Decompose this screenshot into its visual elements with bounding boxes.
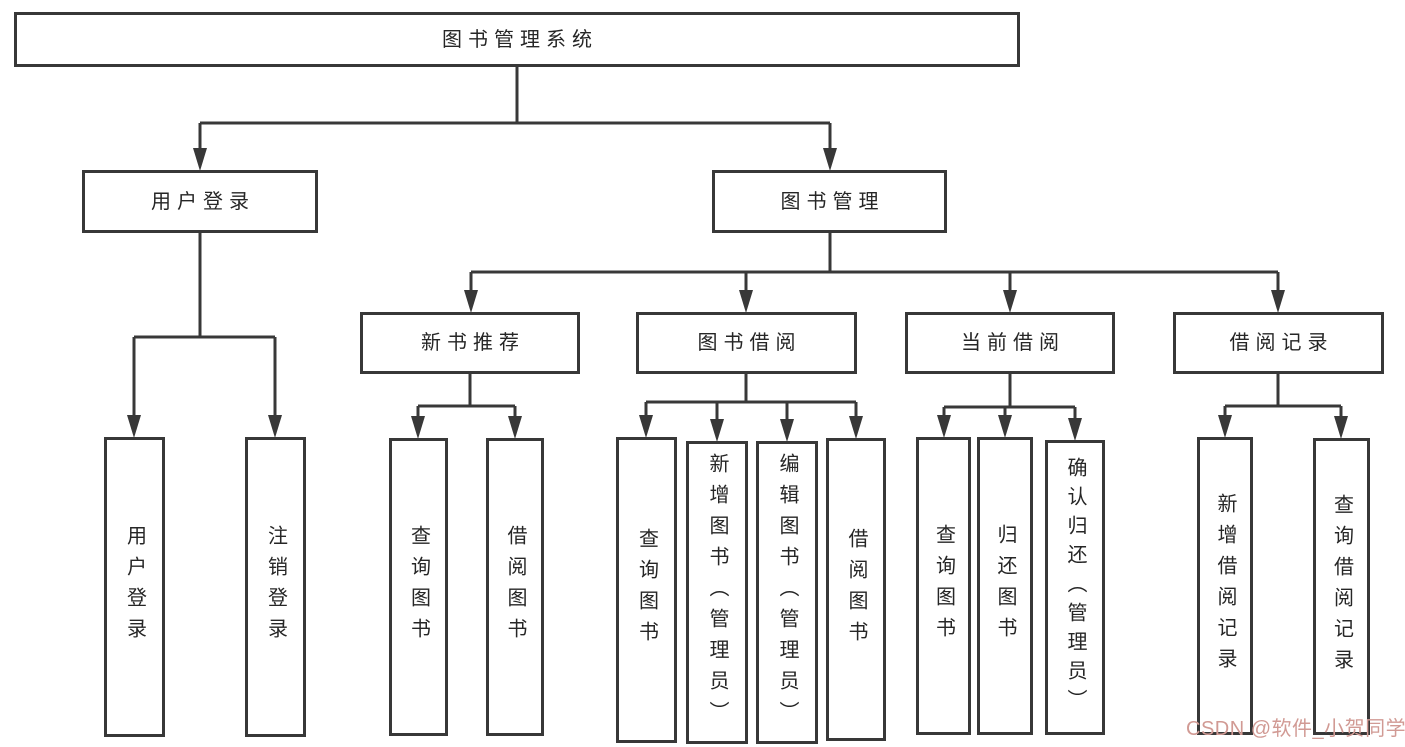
arrowhead-down-icon	[268, 415, 282, 438]
box-confirm-return-admin: 确认归还（管理员）	[1045, 440, 1105, 735]
box-borrow-books-borrow: 借阅图书	[826, 438, 886, 741]
arrowhead-down-icon	[998, 415, 1012, 438]
box-new-book-rec: 新书推荐	[360, 312, 580, 374]
arrowhead-down-icon	[411, 416, 425, 439]
box-query-books-current: 查询图书	[916, 437, 971, 735]
connector-elbow	[1218, 374, 1348, 439]
box-edit-books-admin: 编辑图书（管理员）	[756, 441, 818, 744]
box-query-books-new: 查询图书	[389, 438, 448, 736]
arrowhead-down-icon	[849, 416, 863, 439]
arrowhead-down-icon	[1003, 290, 1017, 313]
connector-elbow	[639, 374, 863, 442]
box-logout: 注销登录	[245, 437, 306, 737]
box-root: 图书管理系统	[14, 12, 1020, 67]
csdn-watermark: CSDN @软件_小贺同学	[1186, 718, 1405, 740]
connector-elbow	[937, 374, 1082, 441]
arrowhead-down-icon	[739, 290, 753, 313]
arrowhead-down-icon	[639, 415, 653, 438]
arrowhead-down-icon	[710, 419, 724, 442]
box-query-books-borrow: 查询图书	[616, 437, 677, 743]
box-current-borrow: 当前借阅	[905, 312, 1115, 374]
connector-elbow	[411, 374, 522, 439]
box-user-login: 用户登录	[104, 437, 165, 737]
arrowhead-down-icon	[1068, 418, 1082, 441]
arrowhead-down-icon	[937, 415, 951, 438]
box-borrow-books-new: 借阅图书	[486, 438, 544, 736]
box-add-books-admin: 新增图书（管理员）	[686, 441, 748, 744]
box-return-books: 归还图书	[977, 437, 1033, 735]
box-add-borrow-record: 新增借阅记录	[1197, 437, 1253, 735]
arrowhead-down-icon	[127, 415, 141, 438]
connector-elbow	[127, 233, 282, 438]
box-query-borrow-record: 查询借阅记录	[1313, 438, 1370, 735]
arrowhead-down-icon	[823, 148, 837, 171]
box-user-login-group: 用户登录	[82, 170, 318, 233]
connector-elbow	[193, 67, 837, 171]
arrowhead-down-icon	[193, 148, 207, 171]
box-book-borrow: 图书借阅	[636, 312, 857, 374]
arrowhead-down-icon	[464, 290, 478, 313]
arrowhead-down-icon	[1271, 290, 1285, 313]
arrowhead-down-icon	[780, 419, 794, 442]
box-book-mgmt: 图书管理	[712, 170, 947, 233]
arrowhead-down-icon	[508, 416, 522, 439]
connector-elbow	[464, 233, 1285, 313]
arrowhead-down-icon	[1334, 416, 1348, 439]
box-borrow-records: 借阅记录	[1173, 312, 1384, 374]
arrowhead-down-icon	[1218, 415, 1232, 438]
